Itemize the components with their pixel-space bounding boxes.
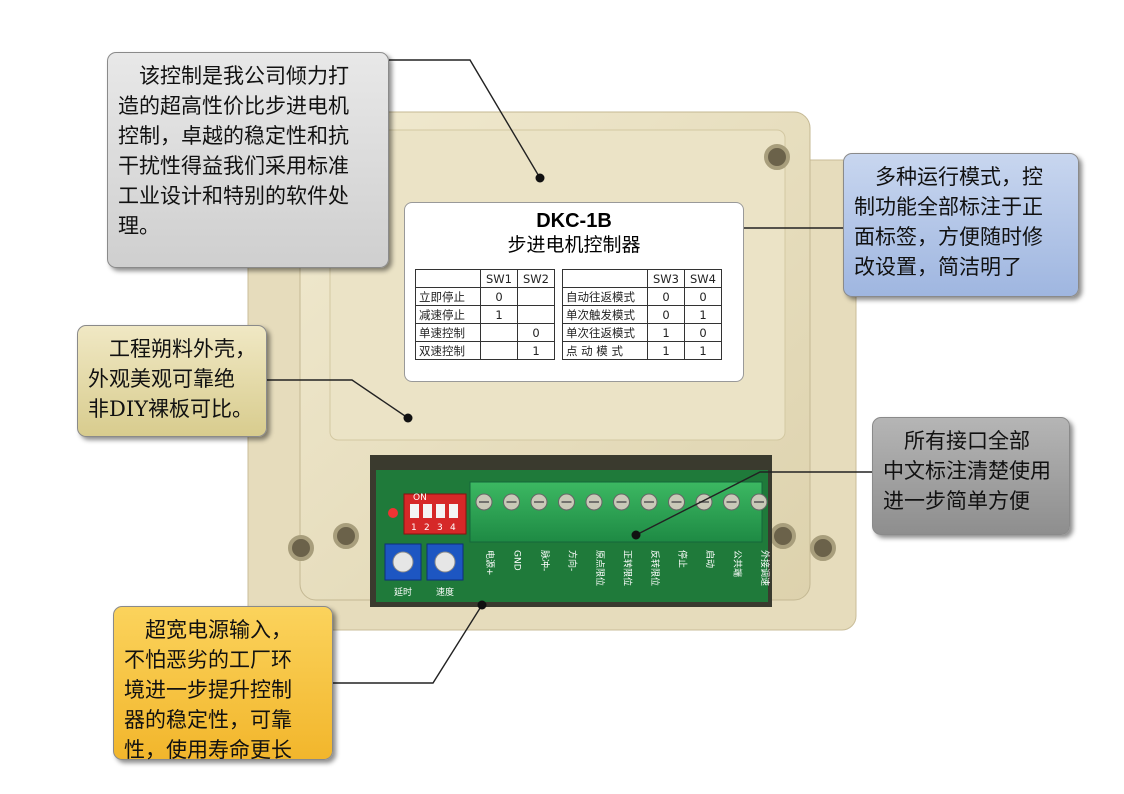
dip-on-label: ON — [413, 493, 427, 503]
stop-cell — [415, 269, 481, 288]
product-name: 步进电机控制器 — [507, 234, 641, 256]
svg-text:4: 4 — [450, 523, 456, 533]
terminal-label: 反转限位 — [649, 550, 661, 586]
mount-hole — [333, 523, 359, 549]
svg-text:1: 1 — [411, 523, 417, 533]
mode-cell: SW3 — [647, 269, 685, 288]
stop-cell: 1 — [517, 341, 555, 360]
terminal-label: 外接调速 — [759, 550, 771, 586]
terminal-label: 公共端 — [732, 550, 744, 577]
mode-cell: SW4 — [684, 269, 722, 288]
terminal-screws — [475, 493, 768, 511]
stop-cell: 0 — [517, 323, 555, 342]
callout-power: 超宽电源输入， 不怕恶劣的工厂环 境进一步提升控制 器的稳定性，可靠 性，使用寿… — [113, 606, 333, 762]
stop-cell: SW2 — [517, 269, 555, 288]
callout-modes: 多种运行模式，控 制功能全部标注于正 面标签，方便随时修 改设置，简洁明了 — [843, 153, 1079, 297]
pot-label-delay: 延时 — [394, 586, 412, 598]
stop-row: 单速控制 0 — [415, 323, 555, 342]
stop-cell — [517, 305, 555, 324]
terminal-label: 停止 — [677, 550, 689, 568]
terminal-label: 原点限位 — [594, 550, 606, 586]
stop-cell: 1 — [480, 305, 518, 324]
stop-row: 双速控制 1 — [415, 341, 555, 360]
stop-cell: 减速停止 — [415, 305, 481, 324]
dip-numbers: 1 2 3 4 — [411, 523, 456, 533]
mode-cell: 0 — [647, 305, 685, 324]
stop-cell — [517, 287, 555, 306]
terminal-label: 电源+ — [484, 550, 496, 576]
terminal-block — [469, 481, 763, 543]
callout-housing: 工程朔料外壳， 外观美观可靠绝 非DIY裸板可比。 — [77, 325, 267, 437]
mode-cell: 单次往返模式 — [562, 323, 648, 342]
mode-cell: 1 — [647, 323, 685, 342]
mount-hole — [810, 535, 836, 561]
svg-text:2: 2 — [424, 523, 430, 533]
stop-cell: 双速控制 — [415, 341, 481, 360]
terminal-label: 正转限位 — [622, 550, 634, 586]
callout-reliability: 该控制是我公司倾力打 造的超高性价比步进电机 控制，卓越的稳定性和抗 干扰性得益… — [107, 52, 389, 268]
led — [388, 508, 398, 518]
model-name: DKC-1B — [536, 210, 612, 232]
mount-hole — [764, 144, 790, 170]
stop-cell — [480, 341, 518, 360]
mount-hole — [770, 523, 796, 549]
mode-cell: 1 — [647, 341, 685, 360]
mode-cell: 点 动 模 式 — [562, 341, 648, 360]
stop-cell: 单速控制 — [415, 323, 481, 342]
stop-cell — [480, 323, 518, 342]
mode-cell: 1 — [684, 305, 722, 324]
terminal-label: 方向- — [567, 550, 579, 571]
mode-cell: 0 — [684, 287, 722, 306]
stop-cell: SW1 — [480, 269, 518, 288]
pot-label-speed: 速度 — [436, 586, 454, 598]
terminal-labels: 电源+ GND 脉冲- 方向- 原点限位 正转限位 反转限位 停止启动 公共端 外接调速 — [484, 550, 771, 586]
callout-interfaces: 所有接口全部 中文标注清楚使用 进一步简单方便 — [872, 417, 1070, 535]
svg-text:3: 3 — [437, 523, 443, 533]
terminal-label: 启动 — [704, 550, 716, 568]
mode-cell: 1 — [684, 341, 722, 360]
terminal-label: 脉冲- — [539, 550, 551, 571]
stop-cell: 立即停止 — [415, 287, 481, 306]
terminal-label: GND — [512, 550, 522, 571]
mode-cell: 单次触发模式 — [562, 305, 648, 324]
mount-hole — [288, 535, 314, 561]
mode-cell — [562, 269, 648, 288]
stop-cell: 0 — [480, 287, 518, 306]
mode-cell: 0 — [647, 287, 685, 306]
mode-cell: 自动往返模式 — [562, 287, 648, 306]
mode-cell: 0 — [684, 323, 722, 342]
